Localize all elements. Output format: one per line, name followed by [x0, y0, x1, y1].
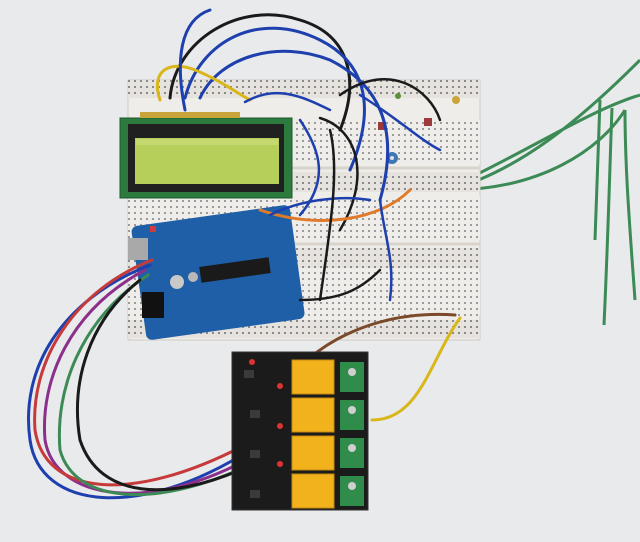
left-wire-loop	[27, 258, 262, 500]
relay-leds	[249, 359, 283, 467]
breadboard-wires	[156, 8, 442, 302]
lcd-module	[119, 112, 293, 199]
relay-modules	[291, 359, 335, 509]
screw-terminals	[340, 362, 364, 506]
lcd-header-pins	[140, 112, 240, 118]
relay-components	[244, 370, 260, 498]
arduino-board	[128, 205, 305, 340]
relay-board	[231, 351, 369, 511]
